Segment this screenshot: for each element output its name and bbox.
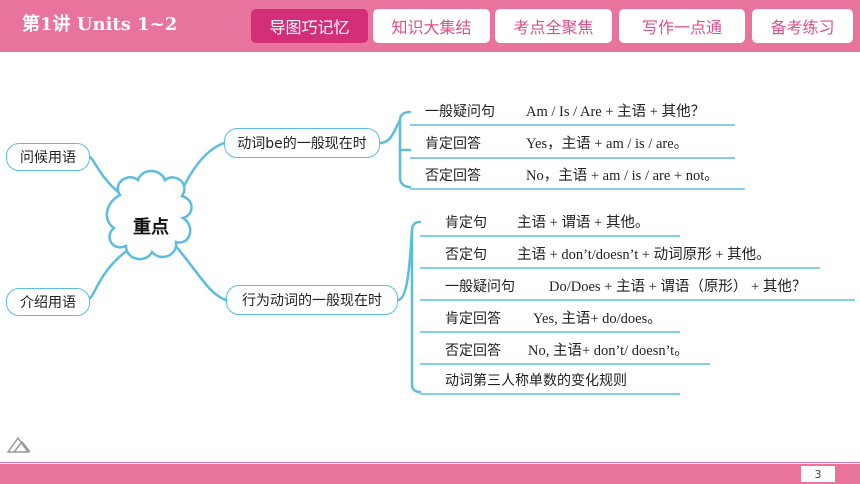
be-question-label: 一般疑问句	[425, 104, 495, 120]
lesson-title: 第1讲 Units 1~2	[22, 14, 178, 35]
tab-key-points[interactable]: 考点全聚焦	[495, 9, 612, 43]
action-no-label: 否定回答	[445, 343, 501, 359]
action-negative-rule: 主语 + don’t/doesn’t + 动词原形 + 其他。	[517, 247, 771, 263]
action-question-rule: Do/Does + 主语 + 谓语（原形） + 其他？	[549, 279, 807, 295]
action-no-rule: No, 主语+ don’t/ doesn’t。	[528, 343, 689, 359]
node-greetings: 问候用语	[6, 143, 90, 171]
be-no-rule: No，主语 + am / is / are + not。	[526, 168, 719, 184]
footer-bar	[0, 464, 860, 484]
center-node: 重点	[133, 217, 169, 238]
action-question-label: 一般疑问句	[445, 279, 515, 295]
tab-practice[interactable]: 备考练习	[752, 9, 853, 43]
mindmap-connectors	[6, 110, 855, 453]
page-number: 3	[801, 466, 835, 482]
action-yes-label: 肯定回答	[445, 311, 501, 327]
footer-divider	[0, 462, 860, 463]
action-negative-label: 否定句	[445, 247, 487, 263]
be-yes-label: 肯定回答	[425, 136, 481, 152]
action-yes-rule: Yes, 主语+ do/does。	[533, 311, 662, 327]
node-introductions: 介绍用语	[6, 288, 90, 316]
tab-mindmap[interactable]: 导图巧记忆	[251, 9, 368, 43]
action-third-person-label: 动词第三人称单数的变化规则	[445, 373, 627, 389]
triangle-logo-icon	[6, 436, 31, 453]
be-yes-rule: Yes，主语 + am / is / are。	[526, 136, 689, 152]
be-no-label: 否定回答	[425, 168, 481, 184]
be-question-rule: Am / Is / Are + 主语 + 其他？	[526, 104, 706, 120]
action-affirmative-label: 肯定句	[445, 215, 487, 231]
node-action-verb-present: 行为动词的一般现在时	[226, 285, 398, 315]
node-be-present: 动词be的一般现在时	[224, 128, 380, 158]
tab-knowledge[interactable]: 知识大集结	[373, 9, 490, 43]
action-affirmative-rule: 主语 + 谓语 + 其他。	[517, 215, 650, 231]
tab-writing[interactable]: 写作一点通	[619, 9, 745, 43]
